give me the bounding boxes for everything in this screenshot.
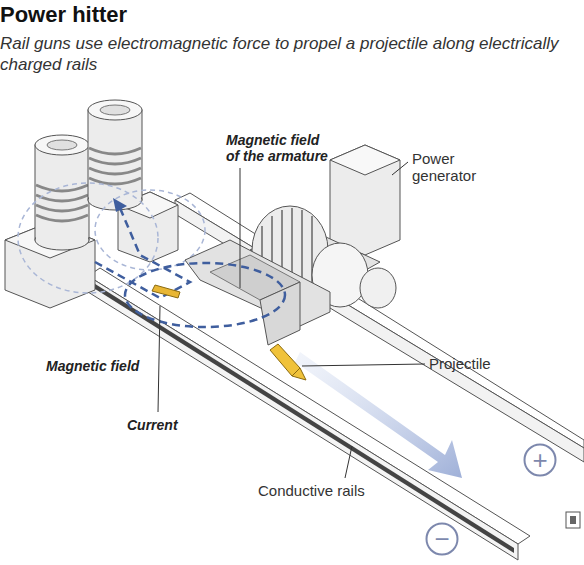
callout-label: Current: [127, 417, 217, 433]
polarity-circle: +: [523, 443, 557, 477]
coil-winding: [89, 158, 141, 164]
polarity-sign: +: [523, 443, 557, 477]
title: Power hitter: [0, 2, 300, 27]
field-loop: [18, 183, 158, 293]
callout-label: Conductive rails: [258, 482, 418, 499]
leader-line: [158, 306, 160, 412]
coil-top-inner: [100, 105, 130, 115]
rail-end-core: [570, 516, 576, 524]
leader-line: [240, 168, 241, 288]
armature: [185, 240, 330, 326]
armature-face: [260, 282, 300, 345]
coil-body: [35, 145, 89, 240]
coil-top-inner: [47, 140, 77, 150]
coil-windings: [89, 148, 141, 184]
leader-line: [392, 162, 408, 175]
callout-label: Magnetic field: [46, 358, 166, 374]
coil-winding: [36, 215, 88, 221]
projectile-shape: [270, 344, 300, 376]
leader-line: [345, 446, 352, 478]
caption: Rail guns use electromagnetic force to p…: [0, 33, 578, 76]
coil-body: [88, 110, 142, 200]
projectile-tip: [292, 368, 306, 380]
armature-field-loop: [125, 263, 285, 327]
coil-winding: [89, 168, 141, 174]
generator-housing-top: [330, 145, 400, 175]
coil-winding: [36, 195, 88, 201]
leader-lines: [158, 162, 425, 478]
armature-contact: [152, 285, 180, 298]
coil-fill: [89, 115, 141, 198]
generator-housing: [330, 145, 400, 255]
coil-top: [35, 135, 89, 155]
leader-line: [302, 364, 425, 366]
callout-label: Power generator: [412, 150, 497, 185]
polarity-sign: −: [425, 522, 459, 556]
coil-winding: [36, 205, 88, 211]
callout-label: Magnetic field of the armature: [226, 132, 332, 164]
polarity-circle: −: [425, 522, 459, 556]
current-path: [95, 208, 190, 298]
coil-winding: [36, 185, 88, 191]
callout-label: Projectile: [429, 355, 529, 372]
motor-shaft: [360, 268, 396, 308]
coil-windings: [36, 185, 88, 221]
rail-end: [566, 512, 580, 528]
coil-fill: [36, 150, 88, 238]
coil-winding: [89, 178, 141, 184]
coil-winding: [89, 148, 141, 154]
current-arrowhead: [113, 198, 127, 212]
coil-top: [88, 100, 142, 120]
